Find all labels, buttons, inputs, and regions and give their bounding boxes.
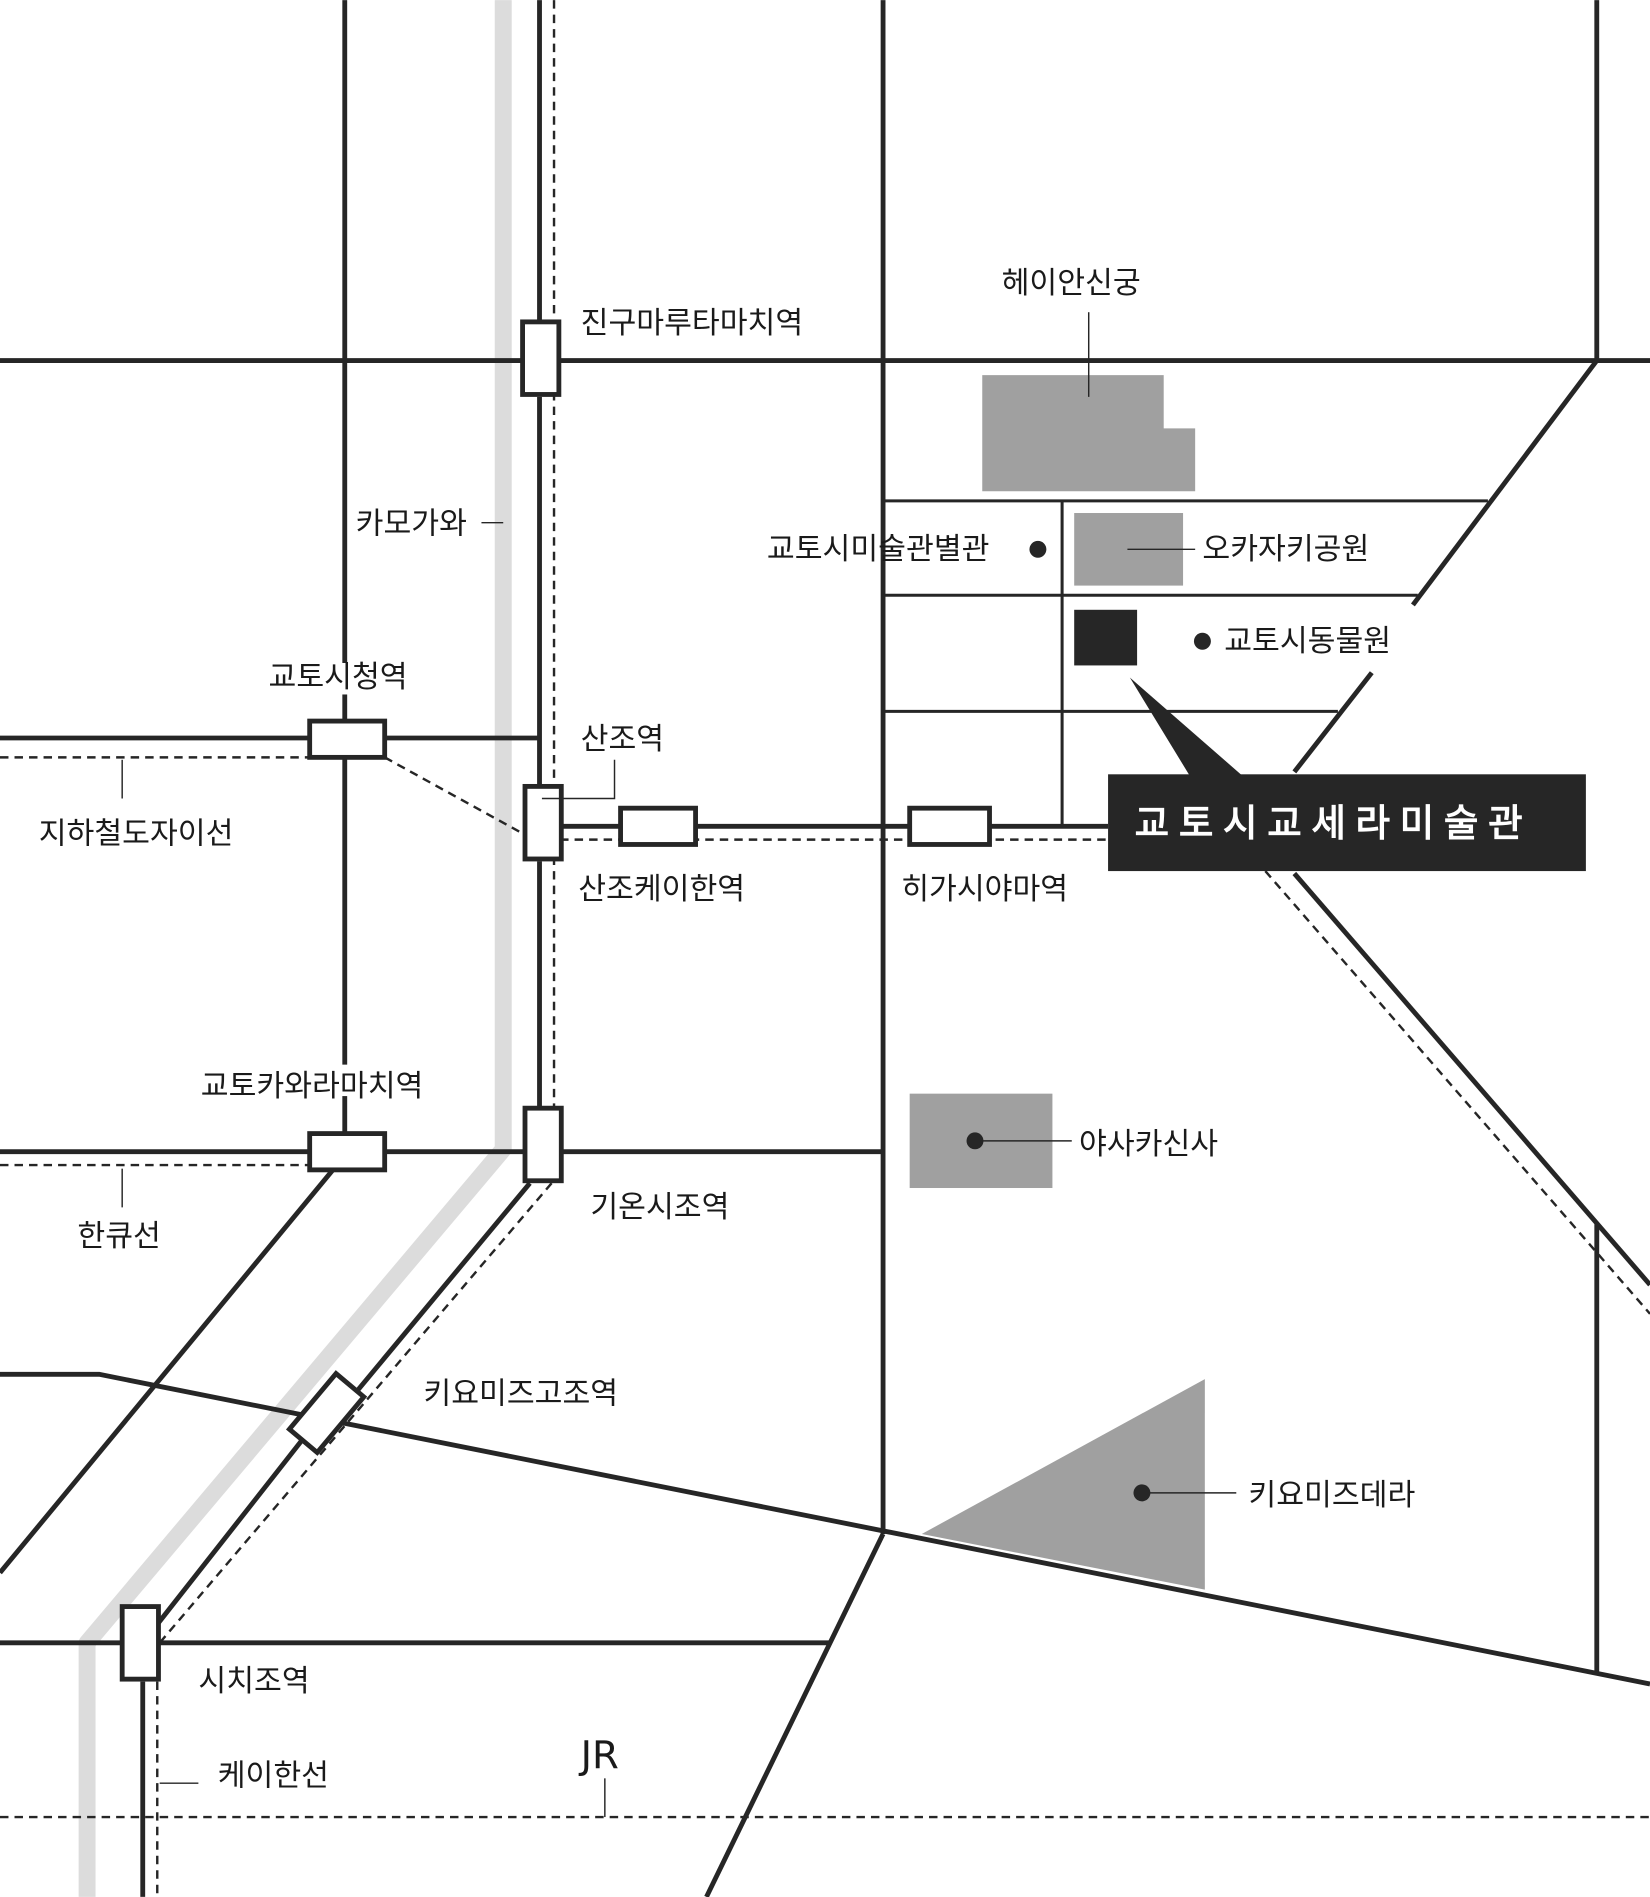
station-sanjo-keihan[interactable] bbox=[618, 805, 698, 847]
station-kyoto-kawaramachi[interactable] bbox=[307, 1131, 388, 1173]
kamogawa-river bbox=[78, 0, 512, 1897]
heian-jingu-area bbox=[982, 375, 1196, 492]
station-kyoto-shiyakusho[interactable] bbox=[307, 718, 388, 760]
label-yasaka-shrine: 야사카신사 bbox=[1079, 1127, 1218, 1162]
label-museum-annex: 교토시미술관별관 bbox=[767, 532, 990, 567]
label-higashiyama: 히가시야마역 bbox=[901, 872, 1068, 907]
station-gion-shijo[interactable] bbox=[522, 1105, 564, 1184]
label-kyoto-shiyakusho: 교토시청역 bbox=[269, 660, 408, 695]
station-shichijo[interactable] bbox=[119, 1604, 161, 1682]
label-jingu-marutamachi: 진구마루타마치역 bbox=[581, 306, 804, 341]
label-sanjo: 산조역 bbox=[581, 722, 664, 757]
yasaka-shrine-dot bbox=[966, 1132, 984, 1150]
station-jingu-marutamachi[interactable] bbox=[520, 319, 562, 397]
kiyomizu-dera-dot bbox=[1133, 1484, 1151, 1502]
callout-pointer bbox=[1129, 677, 1244, 777]
kiyomizu-dera-area bbox=[921, 1379, 1205, 1590]
label-keihan-line: 케이한선 bbox=[218, 1759, 329, 1794]
label-heian-jingu: 헤이안신궁 bbox=[1002, 266, 1141, 301]
label-sanjo-keihan: 산조케이한역 bbox=[578, 872, 745, 907]
station-sanjo[interactable] bbox=[522, 783, 564, 862]
label-kyoto-kawaramachi: 교토카와라마치역 bbox=[201, 1069, 424, 1104]
label-kiyomizu-dera: 키요미즈데라 bbox=[1248, 1478, 1415, 1513]
station-kiyomizu-gojo[interactable] bbox=[285, 1370, 368, 1456]
leaders bbox=[121, 312, 1237, 1818]
label-gion-shijo: 기온시조역 bbox=[590, 1190, 729, 1225]
label-shichijo: 시치조역 bbox=[198, 1664, 309, 1699]
label-hankyu-line: 한큐선 bbox=[77, 1219, 160, 1254]
callout-box bbox=[1108, 774, 1586, 872]
museum-annex-dot bbox=[1029, 540, 1047, 558]
kyoto-zoo-dot bbox=[1193, 632, 1211, 650]
labels: 진구마루타마치역 교토시청역 산조역 산조케이한역 히가시야마역 교토카와라마치… bbox=[39, 266, 1416, 1794]
destination-label: 교토시교세라미술관 bbox=[1135, 801, 1533, 845]
label-kyoto-zoo: 교토시동물원 bbox=[1224, 624, 1391, 659]
label-tozai-line: 지하철도자이선 bbox=[39, 816, 234, 851]
stations bbox=[119, 319, 992, 1682]
label-kiyomizu-gojo: 키요미즈고조역 bbox=[423, 1376, 618, 1411]
label-kamogawa: 카모가와 bbox=[356, 507, 467, 542]
station-higashiyama[interactable] bbox=[907, 805, 992, 847]
label-jr-line: JR bbox=[579, 1734, 619, 1779]
label-okazaki-park: 오카자키공원 bbox=[1202, 532, 1369, 567]
museum-building bbox=[1074, 609, 1138, 666]
